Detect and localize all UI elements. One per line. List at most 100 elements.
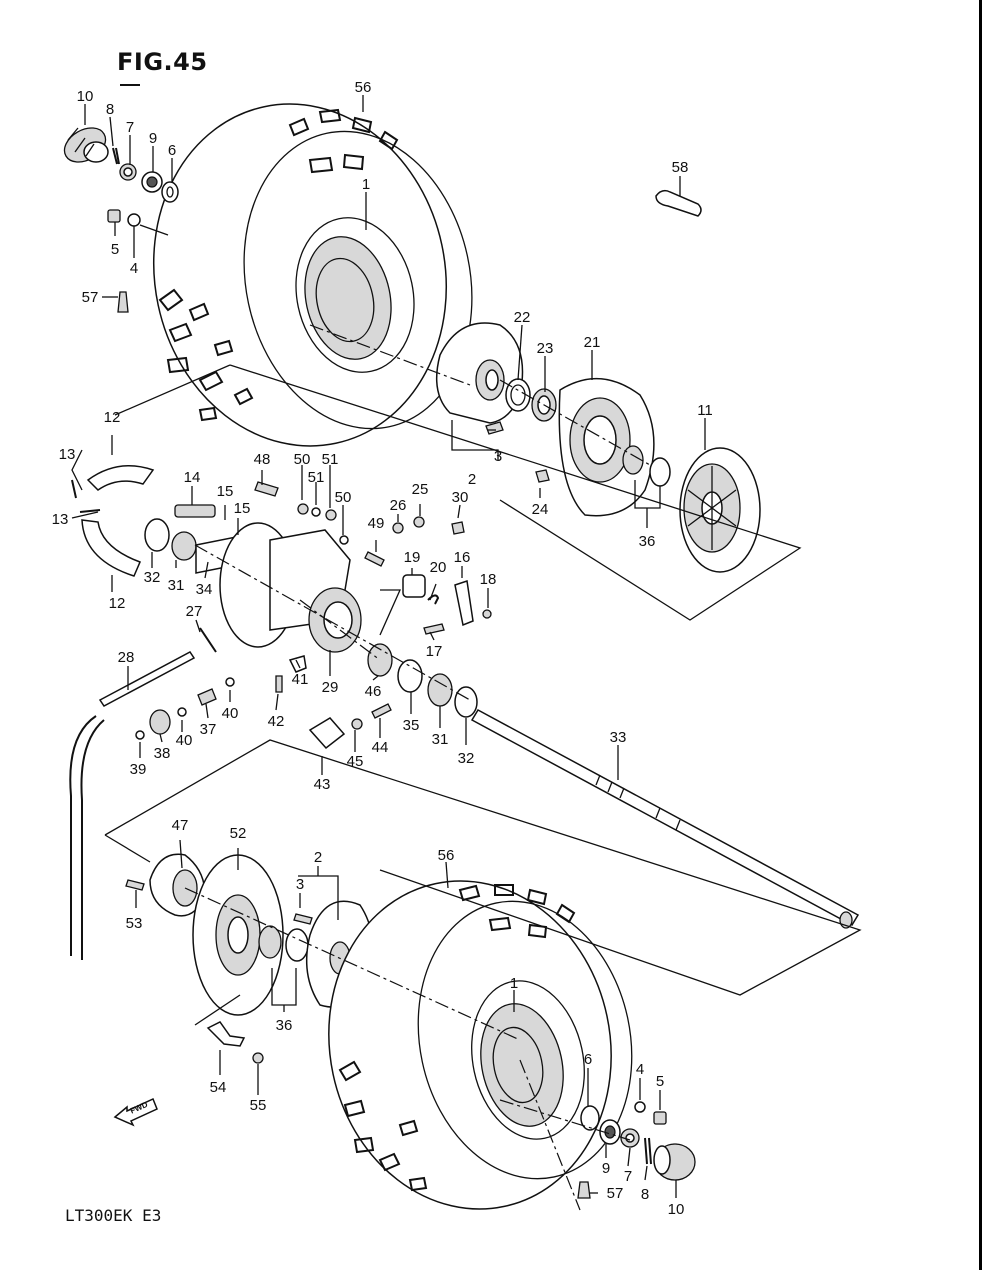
callout-6-lower: 6 xyxy=(584,1051,592,1068)
plate-54 xyxy=(206,1021,246,1047)
callout-23: 23 xyxy=(537,340,554,357)
bolt-3-upper xyxy=(485,421,504,435)
callout-19: 19 xyxy=(404,549,421,566)
brake-shoe-12 xyxy=(81,465,155,577)
callout-10-upper: 10 xyxy=(77,88,94,105)
upper-hub-cap-10 xyxy=(63,127,109,163)
callout-5-upper: 5 xyxy=(111,241,119,258)
callout-10-lower: 10 xyxy=(668,1201,685,1218)
callout-15-b: 15 xyxy=(234,500,251,517)
callout-37: 37 xyxy=(200,721,217,738)
callout-14: 14 xyxy=(184,469,201,486)
nuts-50-51 xyxy=(297,503,349,545)
callout-5-lower: 5 xyxy=(656,1073,664,1090)
callout-28: 28 xyxy=(118,649,135,666)
callout-31-left: 31 xyxy=(168,577,185,594)
upper-washer-4 xyxy=(127,213,141,227)
callout-17: 17 xyxy=(426,643,443,660)
callout-30: 30 xyxy=(452,489,469,506)
callout-1-upper: 1 xyxy=(362,176,370,193)
upper-hub-2 xyxy=(435,322,524,424)
callout-56-upper: 56 xyxy=(355,79,372,96)
callout-56-lower: 56 xyxy=(438,847,455,864)
lower-cotter-pin-8 xyxy=(644,1137,652,1165)
callout-52: 52 xyxy=(230,825,247,842)
callout-2-upper: 2 xyxy=(468,471,476,488)
callout-24: 24 xyxy=(532,501,549,518)
bearings-36-lower xyxy=(258,925,309,962)
callout-15-a: 15 xyxy=(217,483,234,500)
callout-44: 44 xyxy=(372,739,389,756)
bearing-31-left xyxy=(171,531,197,561)
sprocket-hub-47 xyxy=(149,853,206,917)
callout-40-b: 40 xyxy=(176,732,193,749)
callout-8-upper: 8 xyxy=(106,101,114,118)
lower-castle-nut-7 xyxy=(620,1128,640,1148)
callout-7-upper: 7 xyxy=(126,119,134,136)
callout-58: 58 xyxy=(672,159,689,176)
model-code-label: LT300EK E3 xyxy=(65,1206,162,1225)
pin-27 xyxy=(199,627,217,653)
bolt-17 xyxy=(423,623,445,635)
callout-42: 42 xyxy=(268,713,285,730)
upper-nut-5 xyxy=(107,209,121,223)
callout-36-upper: 36 xyxy=(639,533,656,550)
brake-drum-21 xyxy=(558,378,655,517)
assembly-dash-lines xyxy=(184,324,651,1211)
callout-29: 29 xyxy=(322,679,339,696)
lower-washer-6 xyxy=(580,1105,600,1131)
breather-tube-28 xyxy=(69,651,196,960)
nut-45 xyxy=(351,718,363,730)
callout-55: 55 xyxy=(250,1097,267,1114)
callout-38: 38 xyxy=(154,745,171,762)
callout-3-upper: 3 xyxy=(494,448,502,465)
callout-32-left: 32 xyxy=(144,569,161,586)
lower-hub-cap-10 xyxy=(653,1143,696,1181)
sprocket-52 xyxy=(192,854,284,1016)
cam-14 xyxy=(174,504,216,518)
bolt-48 xyxy=(254,481,279,497)
callout-33: 33 xyxy=(610,729,627,746)
callout-16: 16 xyxy=(454,549,471,566)
figure-title: FIG.45 xyxy=(117,48,208,76)
callout-47: 47 xyxy=(172,817,189,834)
seal-32-left xyxy=(144,518,170,552)
nut-18 xyxy=(482,609,492,619)
axle-housing-29 xyxy=(219,522,362,653)
callout-46: 46 xyxy=(365,683,382,700)
callout-11: 11 xyxy=(697,402,713,419)
title-underline xyxy=(120,84,140,86)
upper-tire-56 xyxy=(152,103,473,447)
callout-2-lower: 2 xyxy=(314,849,322,866)
callout-54: 54 xyxy=(210,1079,227,1096)
callout-50-b: 50 xyxy=(335,489,352,506)
bearing-36-upper xyxy=(622,445,671,487)
callout-51-b: 51 xyxy=(322,451,339,468)
rear-axle-33 xyxy=(470,708,860,929)
callout-57-upper: 57 xyxy=(82,289,99,306)
callout-4-lower: 4 xyxy=(636,1061,644,1078)
callout-41: 41 xyxy=(292,671,309,688)
callout-27: 27 xyxy=(186,603,203,620)
callout-8-lower: 8 xyxy=(641,1186,649,1203)
callout-32-right: 32 xyxy=(458,750,475,767)
cap-band-58 xyxy=(655,189,702,217)
callout-45: 45 xyxy=(347,753,364,770)
callout-36-lower: 36 xyxy=(276,1017,293,1034)
callout-12-top: 12 xyxy=(104,409,121,426)
callout-48: 48 xyxy=(254,451,271,468)
callout-49: 49 xyxy=(368,515,385,532)
upper-castle-nut-7 xyxy=(119,163,137,181)
callout-12-bottom: 12 xyxy=(109,595,126,612)
bolt-42 xyxy=(275,675,283,693)
small-parts-25-26-30 xyxy=(392,516,465,535)
callout-20: 20 xyxy=(430,559,447,576)
callout-35: 35 xyxy=(403,717,420,734)
nut-55 xyxy=(252,1052,264,1064)
callout-22: 22 xyxy=(514,309,531,326)
callout-40-a: 40 xyxy=(222,705,239,722)
lower-washer-4 xyxy=(634,1101,646,1113)
callout-6-upper: 6 xyxy=(168,142,176,159)
